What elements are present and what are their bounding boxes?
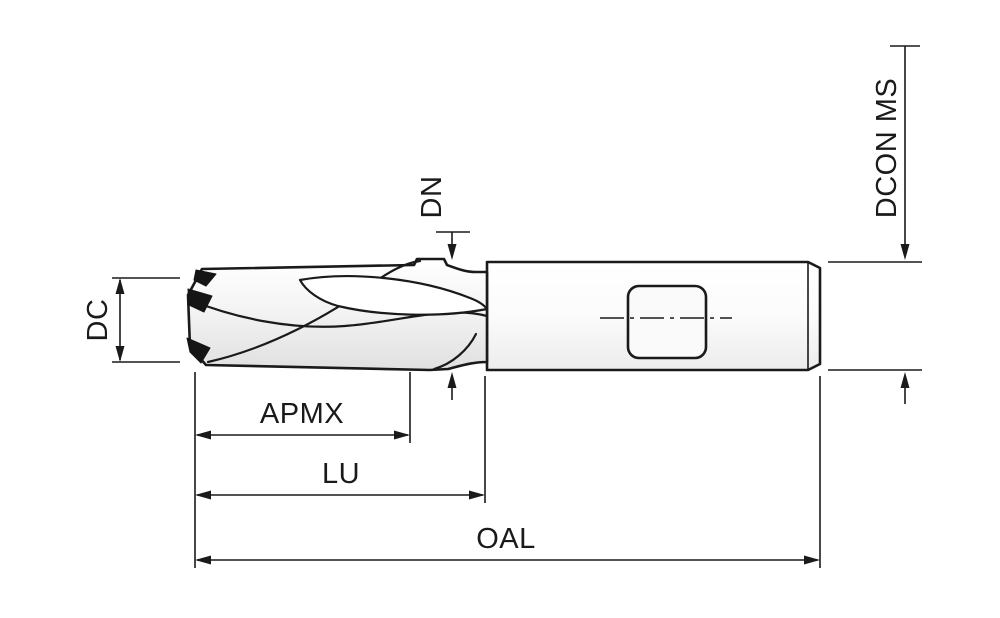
apmx-label: APMX	[260, 398, 344, 430]
lu-arrow-left	[195, 490, 211, 500]
flute-section	[186, 257, 489, 372]
oal-dimension: OAL	[195, 523, 820, 565]
dc-arrow-up	[115, 278, 125, 294]
dc-label: DC	[82, 299, 114, 342]
end-tooth-middle	[187, 288, 213, 313]
oal-arrow-right	[804, 555, 820, 565]
apmx-arrow-left	[195, 430, 211, 440]
oal-label: OAL	[476, 523, 536, 555]
dn-arrow-down	[447, 244, 457, 260]
dcon-arrow-up	[900, 372, 910, 388]
dcon-label: DCON MS	[871, 78, 903, 218]
lu-dimension: LU	[195, 458, 485, 500]
dn-label: DN	[416, 176, 448, 219]
dcon-dimension: DCON MS	[828, 45, 922, 404]
lu-label: LU	[322, 458, 360, 490]
dn-dimension: DN	[416, 176, 470, 400]
lu-arrow-right	[469, 490, 485, 500]
dn-arrow-up	[447, 372, 457, 388]
flute-face	[298, 275, 489, 316]
apmx-dimension: APMX	[195, 398, 410, 440]
apmx-arrow-right	[394, 430, 410, 440]
oal-arrow-left	[195, 555, 211, 565]
dcon-arrow-down	[900, 244, 910, 260]
flute-runout-edge	[432, 332, 478, 371]
dc-dimension: DC	[82, 277, 180, 363]
dc-arrow-down	[115, 346, 125, 362]
weldon-flat	[626, 284, 708, 360]
shank-section	[485, 260, 822, 372]
end-tooth-top	[193, 269, 217, 287]
end-tooth-bottom	[186, 337, 211, 364]
